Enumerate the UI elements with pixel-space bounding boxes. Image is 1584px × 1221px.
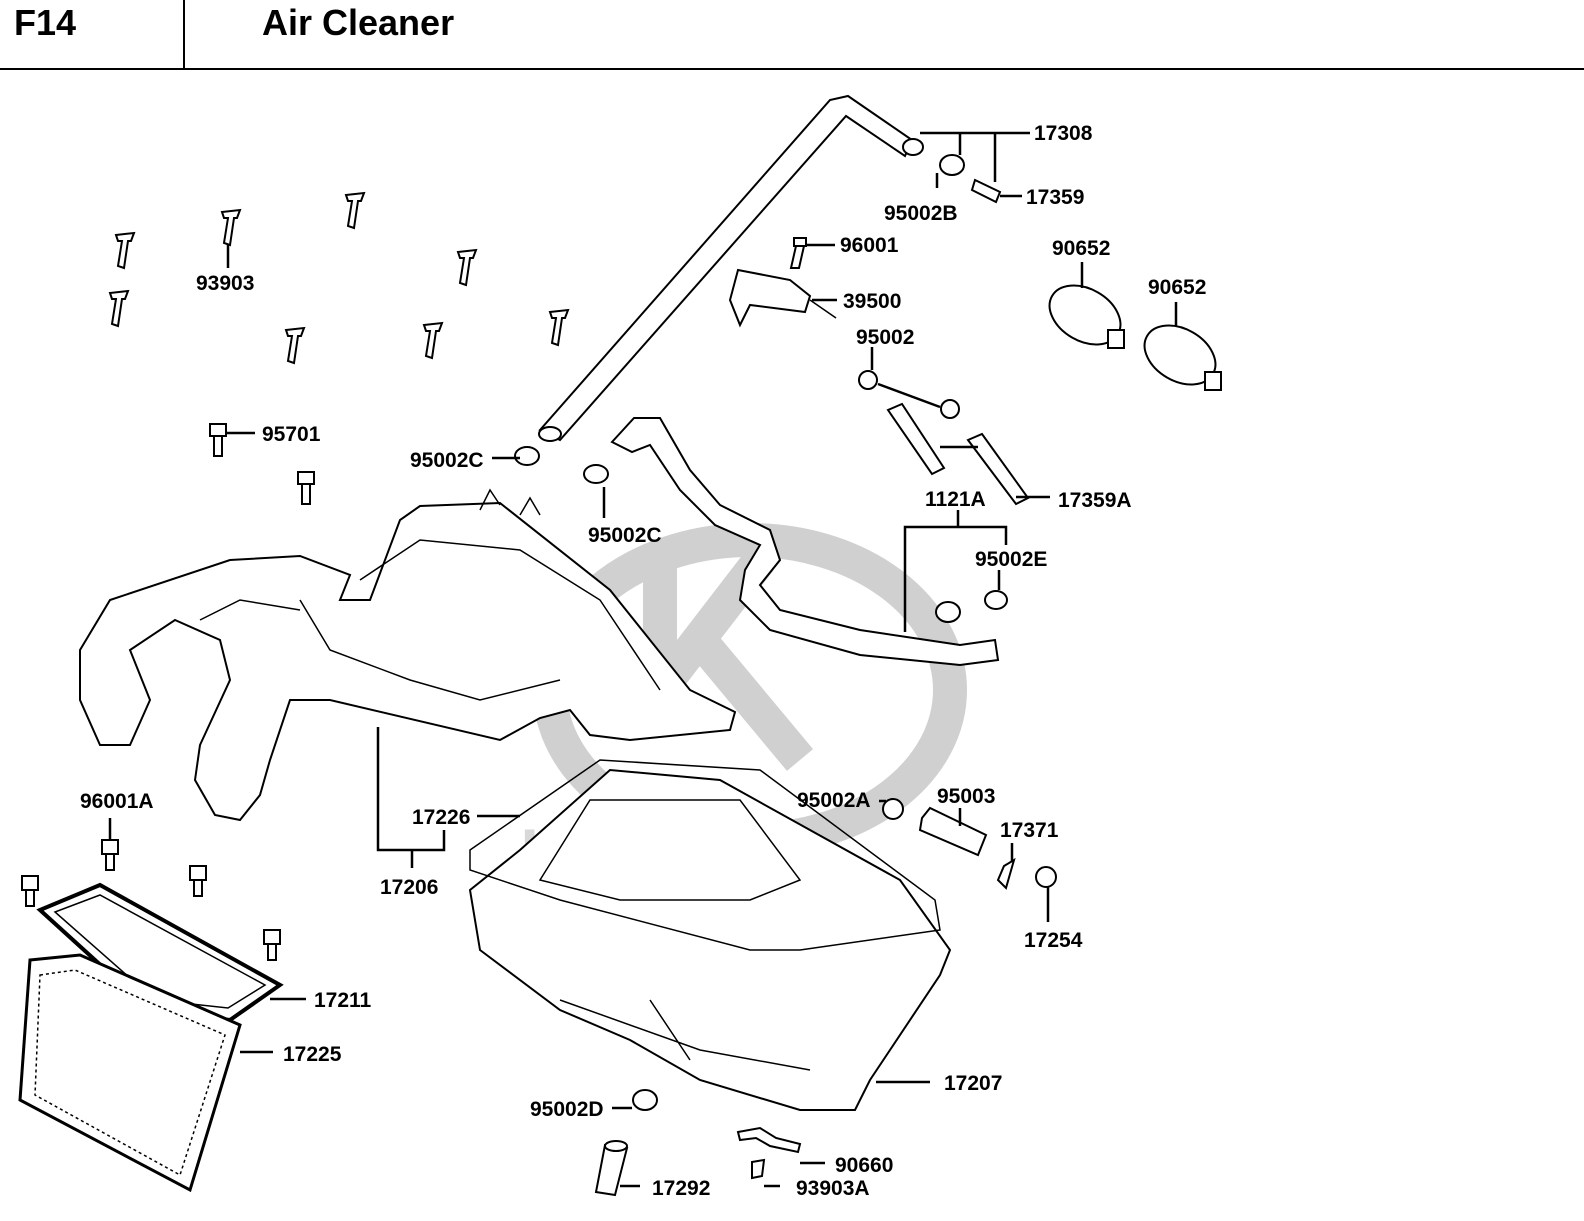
label-39500: 39500 [843, 290, 901, 313]
label-17292: 17292 [652, 1177, 710, 1200]
leader-lines [108, 131, 1178, 1188]
label-95002B: 95002B [884, 202, 958, 225]
hose-95003 [918, 806, 988, 857]
sensor-39500 [728, 268, 837, 328]
label-17359A: 17359A [1058, 489, 1132, 512]
part-labels: 17308 17359 95002B 96001 39500 95002 906… [80, 122, 1206, 1200]
label-17225: 17225 [283, 1043, 342, 1066]
plug-17254 [1035, 866, 1057, 888]
tube-17292 [594, 1140, 629, 1197]
label-95003: 95003 [937, 785, 995, 808]
label-95002: 95002 [856, 326, 914, 349]
air-cleaner-case-upper-17206 [79, 488, 737, 822]
clamp-95002B [939, 154, 965, 176]
label-95002C-b: 95002C [588, 524, 662, 547]
label-17371: 17371 [1000, 819, 1059, 842]
figure-title: Air Cleaner [262, 2, 455, 43]
label-90652-b: 90652 [1148, 276, 1206, 299]
bolts-95701 [209, 423, 315, 505]
screw-93903A [751, 1158, 766, 1180]
label-17359: 17359 [1026, 186, 1084, 209]
label-93903: 93903 [196, 272, 254, 295]
hose-clamp-90652-b [1143, 324, 1222, 391]
bracket-90660 [736, 1126, 802, 1154]
label-17206: 17206 [380, 876, 438, 899]
clamps-95002C [514, 446, 609, 484]
label-95701: 95701 [262, 423, 321, 446]
clamp-95002E [984, 590, 1008, 610]
label-17207: 17207 [944, 1072, 1002, 1095]
header-divider [183, 0, 185, 68]
label-17308: 17308 [1034, 122, 1093, 145]
clamp-95002A [882, 798, 904, 820]
figure-code: F14 [14, 2, 77, 43]
label-17211: 17211 [314, 989, 372, 1012]
label-17226: 17226 [412, 806, 470, 829]
label-1121A: 1121A [925, 488, 986, 511]
label-90660: 90660 [835, 1154, 893, 1177]
air-filter-element-17225 [18, 953, 242, 1193]
bolt-96001 [789, 237, 807, 269]
label-95002C-a: 95002C [410, 449, 484, 472]
clamp-95002D [632, 1089, 658, 1111]
clamp-95002 [858, 370, 960, 419]
hose-1121A [610, 417, 1000, 667]
label-17254: 17254 [1024, 929, 1083, 952]
label-90652-a: 90652 [1052, 237, 1110, 260]
label-95002E: 95002E [975, 548, 1047, 571]
hose-17308 [538, 94, 924, 442]
label-93903A: 93903A [796, 1177, 870, 1200]
label-96001A: 96001A [80, 790, 154, 813]
clip-17371 [996, 857, 1016, 890]
page-header: F14 Air Cleaner [0, 0, 1584, 70]
label-95002D: 95002D [530, 1098, 604, 1121]
fitting-17359 [970, 178, 1002, 204]
hose-clamp-90652-a [1048, 284, 1125, 349]
label-95002A: 95002A [797, 789, 871, 812]
label-96001: 96001 [840, 234, 899, 257]
air-cleaner-case-lower-17207 [468, 759, 952, 1111]
screws-93903 [108, 191, 570, 365]
